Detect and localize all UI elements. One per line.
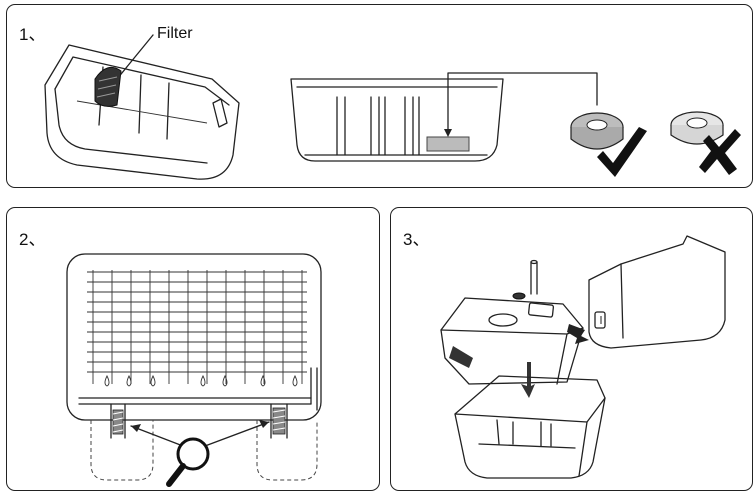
checkmark-icon <box>597 127 647 177</box>
pump-cover <box>588 235 726 349</box>
step-3-panel: 3、 <box>390 207 753 491</box>
step-3-number: 3、 <box>403 230 430 249</box>
water-drop <box>222 374 228 387</box>
step-2-illustration <box>66 253 322 487</box>
step-2-number: 2、 <box>19 230 46 249</box>
coil-frame <box>66 253 322 421</box>
water-drop <box>200 374 206 387</box>
magnifier-icon <box>166 437 210 487</box>
float-switch-location <box>426 136 470 152</box>
drain-tray <box>78 397 312 405</box>
lift-pump-arrow <box>521 362 535 398</box>
cross-icon <box>699 129 741 175</box>
right-drain-pipe <box>270 403 288 439</box>
reservoir-tray <box>44 44 240 180</box>
water-drop <box>260 374 266 387</box>
water-drops <box>104 374 298 387</box>
filter-leader-line <box>116 34 154 80</box>
filter-label: Filter <box>157 25 193 42</box>
pump-body <box>440 259 584 385</box>
water-drop <box>126 374 132 387</box>
left-drain-pipe <box>110 403 126 439</box>
remove-cover-arrow <box>567 324 589 344</box>
tray-side-view <box>290 78 504 162</box>
pump-tray <box>454 375 606 479</box>
water-drop <box>104 374 110 387</box>
right-detail-outline <box>256 420 318 481</box>
step-3-illustration <box>440 235 726 479</box>
step-1-panel: 1、 Filter <box>6 4 753 188</box>
step-1-number: 1、 <box>19 25 46 44</box>
evaporator-coil-grid <box>87 270 307 384</box>
float-wrong <box>670 111 724 145</box>
callout-line <box>447 72 598 136</box>
float-correct <box>570 112 624 150</box>
step-2-panel: 2、 <box>6 207 380 491</box>
step-1-illustration <box>44 34 741 180</box>
filter-element <box>94 66 122 107</box>
water-drop <box>292 374 298 387</box>
left-detail-outline <box>90 420 154 481</box>
water-drop <box>150 374 156 387</box>
